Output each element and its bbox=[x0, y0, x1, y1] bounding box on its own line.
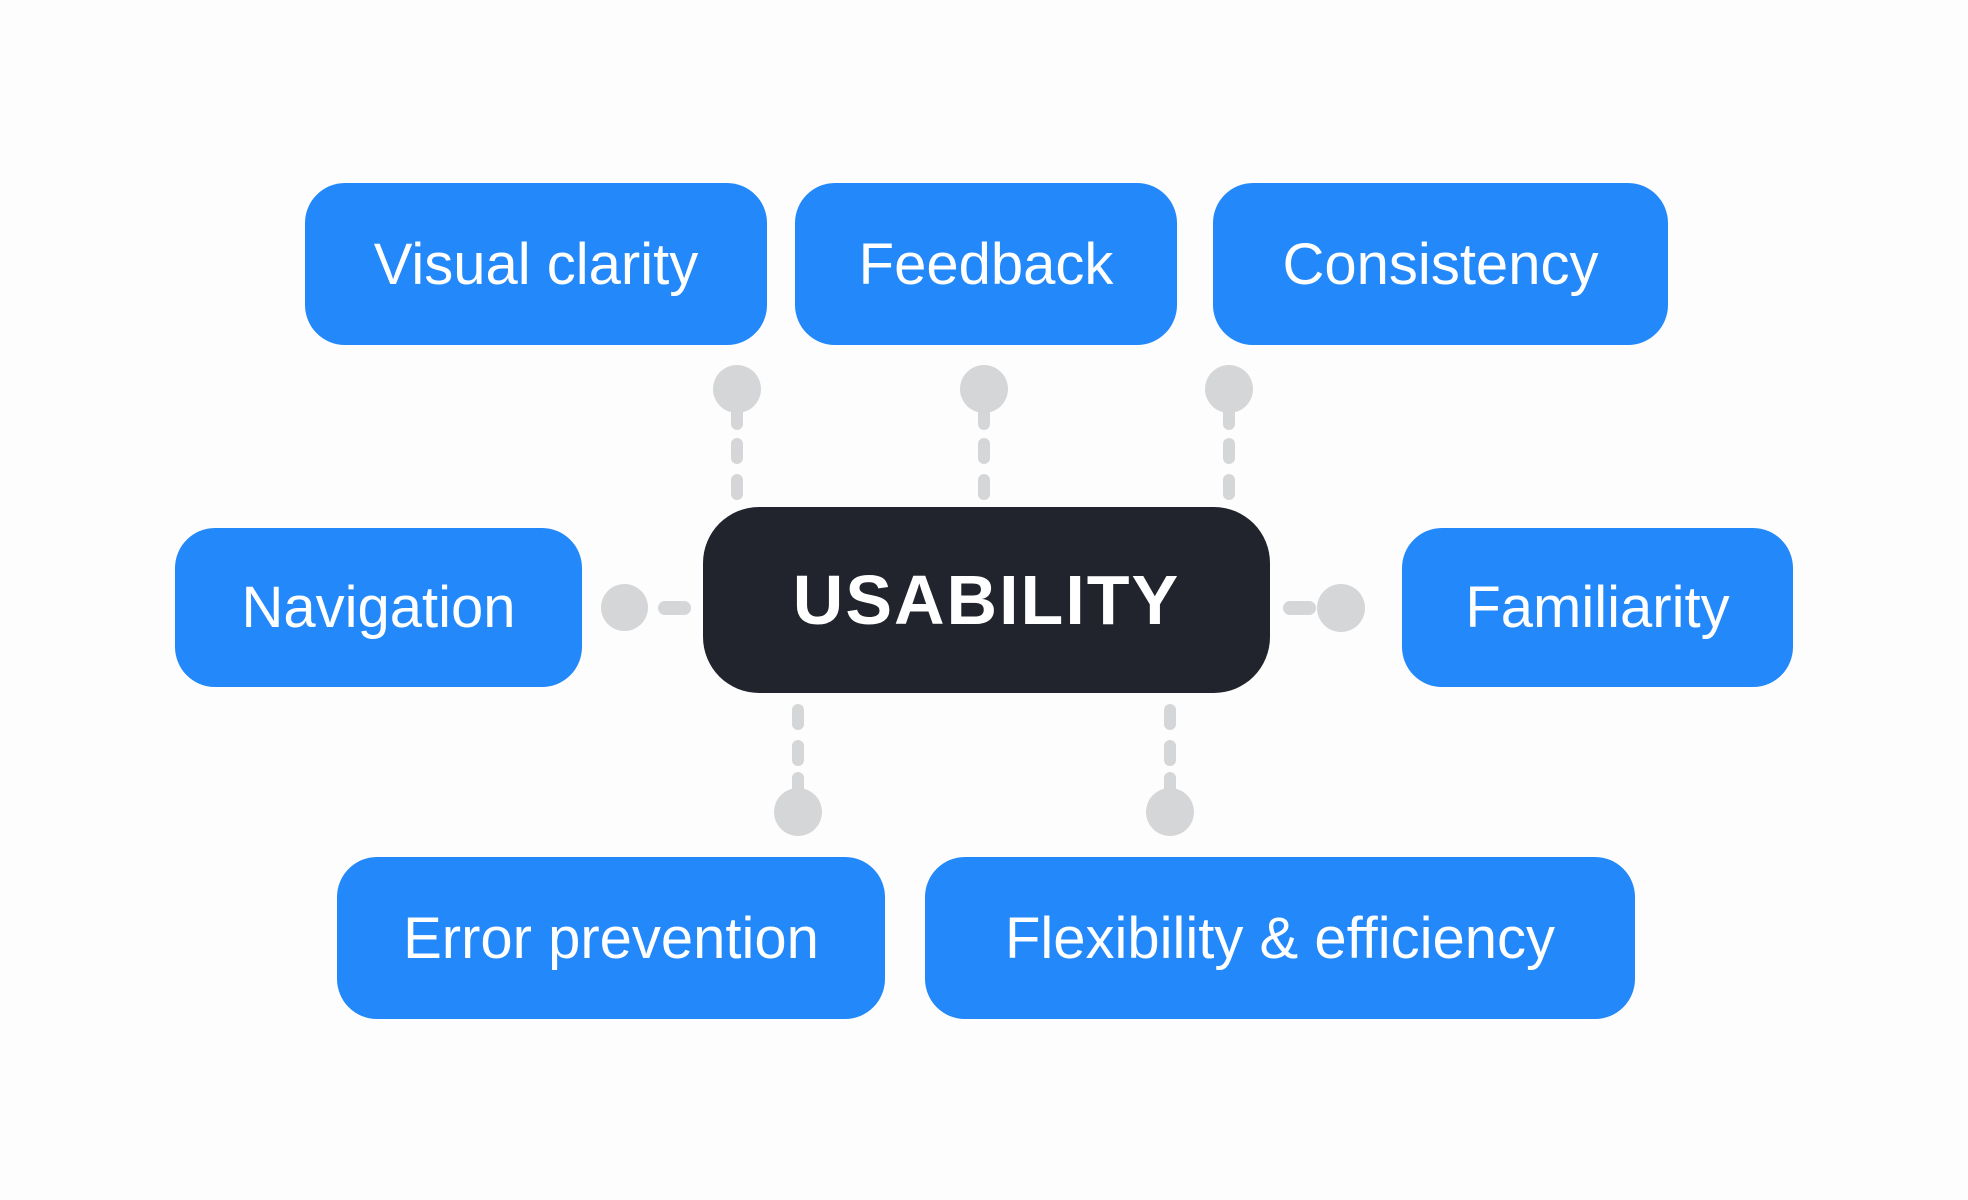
node-navigation: Navigation bbox=[175, 528, 582, 687]
node-feedback-label: Feedback bbox=[858, 231, 1114, 297]
node-error-prevention: Error prevention bbox=[337, 857, 885, 1019]
connector-dot-icon bbox=[713, 365, 761, 413]
connector-dot-icon bbox=[774, 788, 822, 836]
node-feedback: Feedback bbox=[795, 183, 1177, 345]
connector-dash-icon bbox=[658, 601, 691, 615]
connector-dash-icon bbox=[978, 438, 990, 464]
node-usability-label: USABILITY bbox=[792, 561, 1181, 639]
connector-dot-icon bbox=[1205, 365, 1253, 413]
connector-dot-icon bbox=[601, 584, 648, 631]
connector-dash-icon bbox=[792, 704, 804, 730]
node-visual-clarity-label: Visual clarity bbox=[373, 231, 699, 297]
connector-stub-icon bbox=[978, 406, 990, 430]
connector-dot-icon bbox=[1146, 788, 1194, 836]
connector-dash-icon bbox=[978, 474, 990, 500]
node-usability-center: USABILITY bbox=[703, 507, 1270, 693]
node-familiarity-label: Familiarity bbox=[1465, 575, 1730, 640]
node-navigation-label: Navigation bbox=[241, 575, 516, 640]
connector-dash-icon bbox=[731, 438, 743, 464]
connector-dash-icon bbox=[792, 740, 804, 766]
node-error-prevention-label: Error prevention bbox=[403, 905, 819, 971]
node-familiarity: Familiarity bbox=[1402, 528, 1793, 687]
connector-dash-icon bbox=[1223, 474, 1235, 500]
connector-dash-icon bbox=[1223, 438, 1235, 464]
connector-stub-icon bbox=[731, 406, 743, 430]
node-flexibility-efficiency: Flexibility & efficiency bbox=[925, 857, 1635, 1019]
connector-stub-icon bbox=[1223, 406, 1235, 430]
connector-dash-icon bbox=[1164, 740, 1176, 766]
connector-dot-icon bbox=[1317, 584, 1365, 632]
node-consistency: Consistency bbox=[1213, 183, 1668, 345]
connector-dash-icon bbox=[1164, 704, 1176, 730]
connector-dash-icon bbox=[731, 474, 743, 500]
node-consistency-label: Consistency bbox=[1282, 231, 1599, 297]
node-flexibility-efficiency-label: Flexibility & efficiency bbox=[1004, 905, 1556, 971]
node-visual-clarity: Visual clarity bbox=[305, 183, 767, 345]
connector-dot-icon bbox=[960, 365, 1008, 413]
connector-dash-icon bbox=[1283, 601, 1316, 615]
